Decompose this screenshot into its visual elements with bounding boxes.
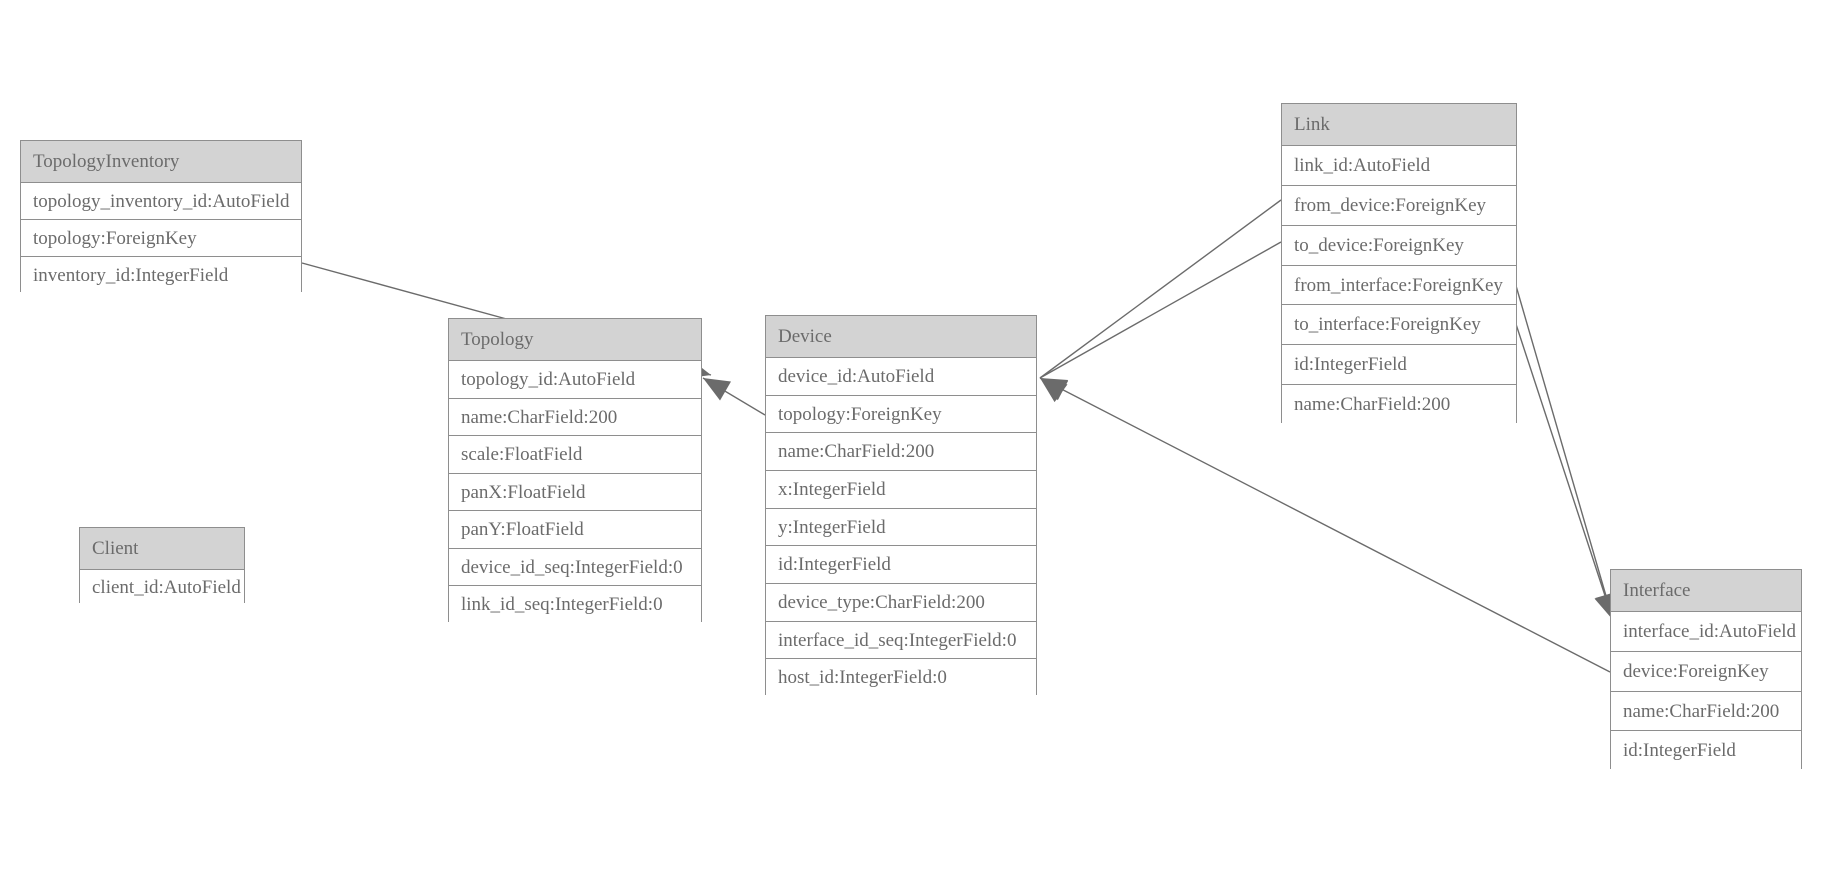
- entity-field: client_id:AutoField: [80, 570, 244, 605]
- entity-field: interface_id:AutoField: [1611, 612, 1801, 652]
- entity-field: device_id_seq:IntegerField:0: [449, 548, 701, 587]
- entity-field: name:CharField:200: [766, 433, 1036, 471]
- entity-field: panX:FloatField: [449, 473, 701, 512]
- entity-field: y:IntegerField: [766, 508, 1036, 547]
- edge-line: [1511, 311, 1614, 621]
- entity-field: scale:FloatField: [449, 436, 701, 474]
- entity-field: host_id:IntegerField:0: [766, 659, 1036, 697]
- entity-field: interface_id_seq:IntegerField:0: [766, 621, 1036, 660]
- entity-field: link_id:AutoField: [1282, 146, 1516, 186]
- entity-field: name:CharField:200: [1611, 691, 1801, 732]
- entity-title-topology_inventory: TopologyInventory: [21, 141, 301, 183]
- entity-field: id:IntegerField: [766, 546, 1036, 584]
- entity-field: to_device:ForeignKey: [1282, 225, 1516, 266]
- entity-field: topology:ForeignKey: [21, 220, 301, 257]
- entity-field: to_interface:ForeignKey: [1282, 305, 1516, 346]
- entity-title-topology: Topology: [449, 319, 701, 361]
- entity-field: link_id_seq:IntegerField:0: [449, 586, 701, 624]
- entity-field: topology:ForeignKey: [766, 395, 1036, 434]
- edge-line: [1039, 241, 1282, 379]
- entity-field: from_interface:ForeignKey: [1282, 265, 1516, 306]
- entity-field: device_type:CharField:200: [766, 583, 1036, 622]
- edge-link-interface-to: [1511, 311, 1616, 621]
- entity-field: id:IntegerField: [1611, 731, 1801, 771]
- edge-device-topology: [702, 377, 766, 416]
- edge-line: [1039, 199, 1282, 379]
- edge-link-device-from: [1039, 199, 1282, 403]
- entity-field: panY:FloatField: [449, 511, 701, 549]
- edge-arrowhead: [1040, 378, 1069, 401]
- entity-field: x:IntegerField: [766, 470, 1036, 509]
- edge-arrowhead: [1040, 378, 1068, 403]
- entity-field: name:CharField:200: [1282, 385, 1516, 425]
- entity-title-device: Device: [766, 316, 1036, 358]
- entity-field: inventory_id:IntegerField: [21, 257, 301, 294]
- entity-title-interface: Interface: [1611, 570, 1801, 612]
- entity-field: from_device:ForeignKey: [1282, 185, 1516, 226]
- entity-field: topology_inventory_id:AutoField: [21, 183, 301, 220]
- edge-arrowhead: [1040, 378, 1069, 400]
- edge-arrowhead: [703, 378, 732, 401]
- entity-field: device:ForeignKey: [1611, 651, 1801, 692]
- entity-field: name:CharField:200: [449, 398, 701, 437]
- edge-link-device-to: [1039, 241, 1282, 401]
- entity-field: topology_id:AutoField: [449, 361, 701, 399]
- edge-link-interface-from: [1511, 271, 1617, 621]
- entity-title-link: Link: [1282, 104, 1516, 146]
- edge-line: [702, 377, 766, 416]
- entity-title-client: Client: [80, 528, 244, 570]
- edge-line: [1511, 271, 1614, 621]
- entity-field: id:IntegerField: [1282, 345, 1516, 386]
- entity-field: device_id:AutoField: [766, 358, 1036, 396]
